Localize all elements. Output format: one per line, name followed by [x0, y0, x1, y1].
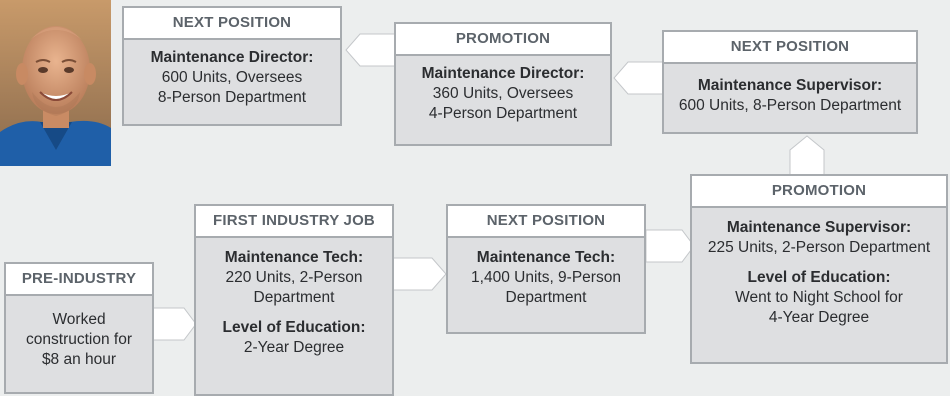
box-header: NEXT POSITION [448, 206, 644, 238]
arrow-connector [392, 257, 447, 291]
box-line: 2-Year Degree [243, 339, 345, 356]
arrow-connector [150, 307, 197, 341]
box-header: PRE-INDUSTRY [6, 264, 152, 296]
box-line: 1,400 Units, 9-Person [471, 269, 621, 286]
box-line: Worked [52, 311, 106, 328]
box-line: 360 Units, Oversees [432, 85, 574, 102]
box-header: FIRST INDUSTRY JOB [196, 206, 392, 238]
box-line: construction for [26, 331, 132, 348]
person-portrait-icon [0, 0, 111, 166]
pre-industry-box: PRE-INDUSTRY Worked construction for $8 … [4, 262, 154, 394]
next-position-director-box: NEXT POSITION Maintenance Director: 600 … [122, 6, 342, 126]
next-position-supervisor-box: NEXT POSITION Maintenance Supervisor: 60… [662, 30, 918, 134]
role-title: Maintenance Tech: [224, 249, 364, 266]
role-title: Maintenance Director: [421, 65, 585, 82]
box-line: Department [505, 289, 587, 306]
education-title: Level of Education: [222, 319, 366, 336]
education-title: Level of Education: [747, 269, 891, 286]
box-line: Department [253, 289, 335, 306]
first-industry-job-box: FIRST INDUSTRY JOB Maintenance Tech: 220… [194, 204, 394, 396]
box-line: 600 Units, Oversees [161, 69, 303, 86]
promotion-director-box: PROMOTION Maintenance Director: 360 Unit… [394, 22, 612, 146]
role-title: Maintenance Tech: [476, 249, 616, 266]
box-line: 220 Units, 2-Person [225, 269, 363, 286]
box-header: NEXT POSITION [664, 32, 916, 64]
next-position-tech-box: NEXT POSITION Maintenance Tech: 1,400 Un… [446, 204, 646, 334]
box-line: 8-Person Department [157, 89, 307, 106]
box-header: NEXT POSITION [124, 8, 340, 40]
arrow-connector [789, 135, 825, 178]
box-line: 225 Units, 2-Person Department [707, 239, 931, 256]
role-title: Maintenance Supervisor: [726, 219, 912, 236]
box-header: PROMOTION [396, 24, 610, 56]
promotion-supervisor-box: PROMOTION Maintenance Supervisor: 225 Un… [690, 174, 948, 364]
box-line: 4-Year Degree [768, 309, 870, 326]
box-line: Went to Night School for [735, 289, 903, 306]
arrow-connector [613, 61, 668, 95]
role-title: Maintenance Director: [150, 49, 314, 66]
arrow-connector [345, 33, 398, 67]
box-line: 600 Units, 8-Person Department [678, 97, 902, 114]
box-line: $8 an hour [41, 351, 117, 368]
role-title: Maintenance Supervisor: [697, 77, 883, 94]
box-header: PROMOTION [692, 176, 946, 208]
arrow-connector [646, 229, 695, 263]
box-line: 4-Person Department [428, 105, 578, 122]
